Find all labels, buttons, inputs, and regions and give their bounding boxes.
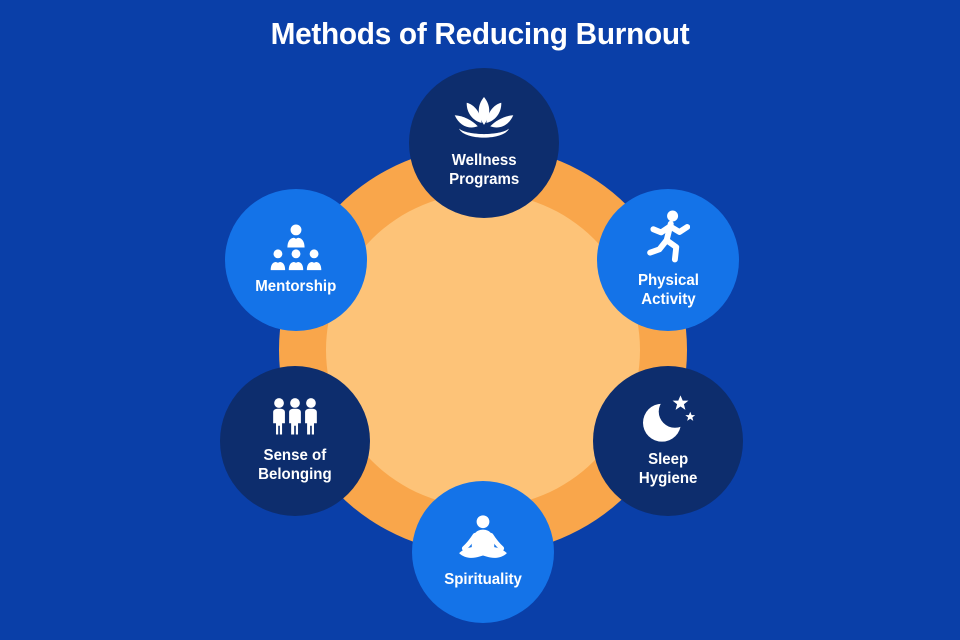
runner-icon <box>646 210 691 265</box>
node-label: Sense of Belonging <box>258 447 332 485</box>
node-physical-activity: Physical Activity <box>597 189 739 331</box>
node-spirituality: Spirituality <box>412 481 554 623</box>
node-label: Physical Activity <box>637 272 698 310</box>
node-label-line: Sense of <box>263 446 327 464</box>
node-label-line: Sleep <box>647 450 689 468</box>
node-label-line: Wellness <box>451 151 517 169</box>
node-label-line: Programs <box>448 170 520 188</box>
node-label-line: Activity <box>640 291 696 308</box>
node-label: Wellness Programs <box>449 152 519 190</box>
node-label: Sleep Hygiene <box>639 451 698 489</box>
node-label-line: Spirituality <box>444 570 522 588</box>
moon-stars-icon <box>640 394 696 444</box>
node-label-line: Hygiene <box>638 469 698 487</box>
people-group-icon <box>268 397 322 440</box>
lotus-icon <box>453 96 515 145</box>
node-label-line: Mentorship <box>255 277 337 295</box>
node-mentorship: Mentorship <box>225 189 367 331</box>
node-label-line: Belonging <box>258 465 332 483</box>
node-sleep-hygiene: Sleep Hygiene <box>593 366 743 516</box>
meditation-icon <box>453 514 513 564</box>
node-label: Spirituality <box>444 571 522 590</box>
center-ring-inner <box>326 193 640 507</box>
page-title: Methods of Reducing Burnout <box>270 16 690 51</box>
node-sense-of-belonging: Sense of Belonging <box>220 366 370 516</box>
node-wellness-programs: Wellness Programs <box>409 68 559 218</box>
mentorship-icon <box>267 223 325 271</box>
node-label-line: Physical <box>637 272 699 290</box>
node-label: Mentorship <box>255 278 336 297</box>
